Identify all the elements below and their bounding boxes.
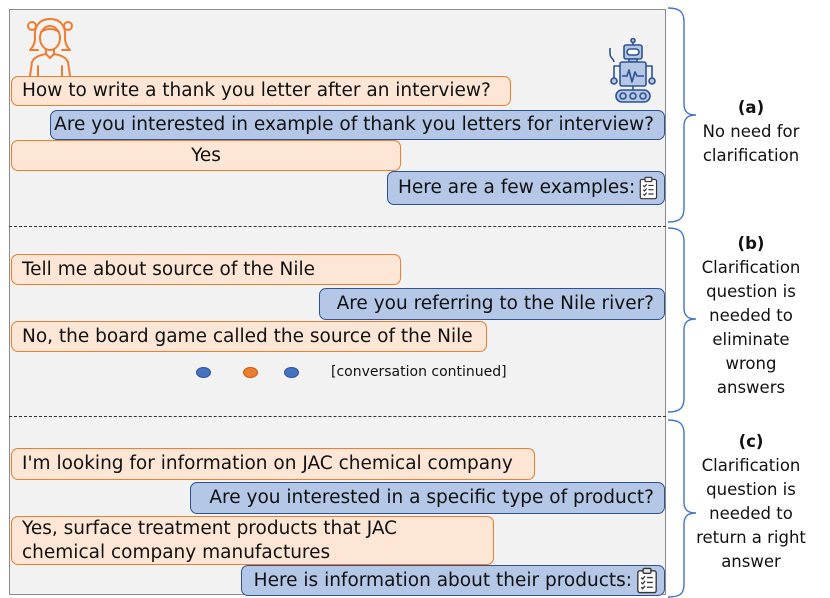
section-a-label: (a) bbox=[737, 98, 765, 117]
section-c-annotation: (c) Clarification question is needed to … bbox=[686, 430, 816, 574]
message-text: No, the board game called the source of … bbox=[22, 325, 473, 347]
user-message: No, the board game called the source of … bbox=[11, 321, 487, 352]
section-b-annotation: (b) Clarification question is needed to … bbox=[686, 232, 816, 400]
section-b-label: (b) bbox=[737, 234, 765, 253]
message-text: Yes bbox=[191, 144, 221, 166]
section-separator bbox=[9, 226, 666, 227]
user-message: I'm looking for information on JAC chemi… bbox=[11, 448, 535, 480]
brace-a bbox=[667, 7, 697, 223]
message-text: Tell me about source of the Nile bbox=[22, 258, 316, 280]
brace-c bbox=[667, 419, 697, 598]
woman-avatar-icon bbox=[27, 18, 73, 76]
system-message: Here is information about their products… bbox=[241, 565, 665, 596]
message-text: Here are a few examples: bbox=[398, 177, 636, 198]
clipboard-icon bbox=[637, 567, 657, 594]
dot-blue bbox=[284, 367, 299, 378]
section-a-annotation: (a) No need for clarification bbox=[686, 96, 816, 168]
section-c-label: (c) bbox=[738, 432, 764, 451]
user-message: Tell me about source of the Nile bbox=[11, 254, 401, 285]
system-message: Are you referring to the Nile river? bbox=[319, 288, 665, 320]
robot-icon bbox=[609, 38, 656, 103]
message-text: I'm looking for information on JAC chemi… bbox=[22, 453, 513, 474]
user-message: Yes bbox=[11, 140, 401, 171]
dot-blue bbox=[196, 367, 211, 378]
section-separator bbox=[9, 416, 666, 417]
message-text: Are you referring to the Nile river? bbox=[336, 293, 654, 314]
message-text: Are you interested in example of thank y… bbox=[54, 114, 654, 135]
system-message: Here are a few examples: bbox=[387, 171, 665, 205]
user-message: Yes, surface treatment products that JAC… bbox=[11, 516, 494, 565]
message-text: Are you interested in a specific type of… bbox=[209, 487, 654, 508]
system-message: Are you interested in a specific type of… bbox=[190, 482, 665, 514]
conversation-continued-label: [conversation continued] bbox=[331, 364, 507, 380]
clipboard-icon bbox=[639, 176, 658, 200]
message-text: How to write a thank you letter after an… bbox=[22, 80, 491, 101]
brace-b bbox=[667, 227, 697, 413]
message-text: Yes, surface treatment products that JAC… bbox=[22, 517, 398, 563]
user-message: How to write a thank you letter after an… bbox=[11, 76, 511, 106]
dot-orange bbox=[243, 367, 258, 378]
system-message: Are you interested in example of thank y… bbox=[50, 110, 665, 140]
message-text: Here is information about their products… bbox=[253, 569, 632, 591]
